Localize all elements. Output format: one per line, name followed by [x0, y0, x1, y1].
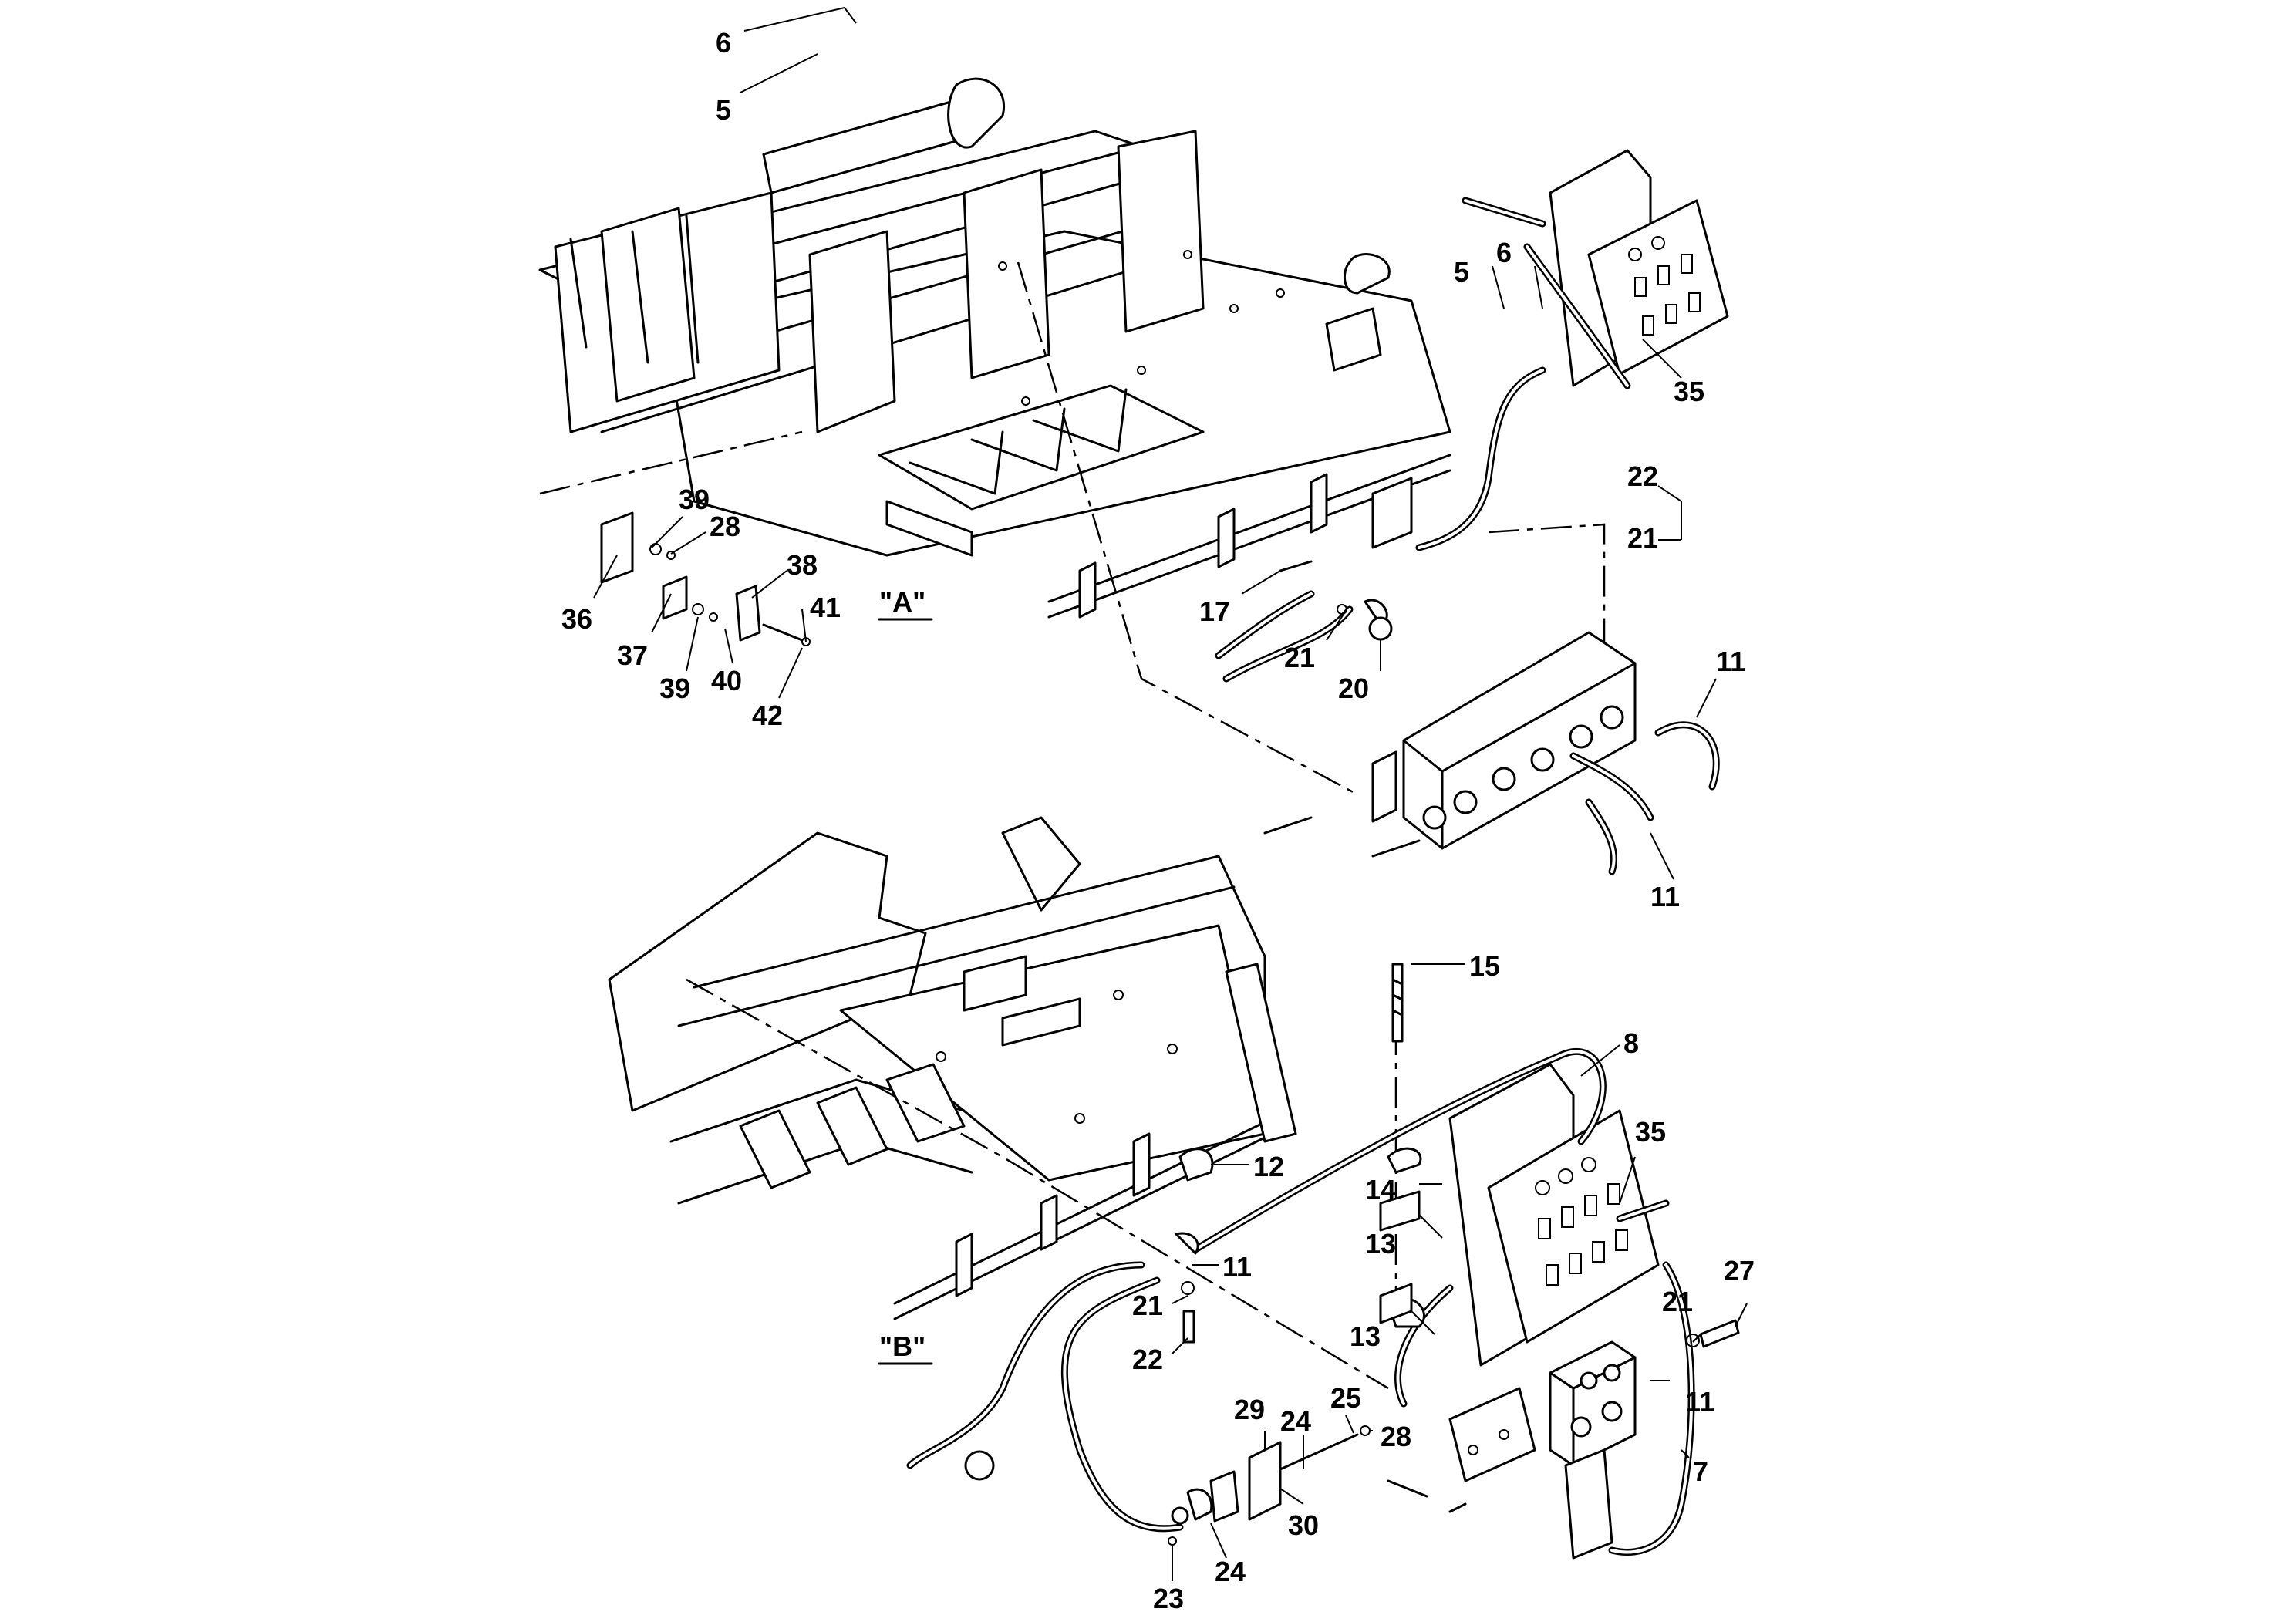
- callout: 14: [1365, 1174, 1396, 1206]
- callout: 37: [617, 639, 648, 671]
- callout: 21: [1132, 1290, 1163, 1321]
- callout: 29: [1234, 1394, 1265, 1425]
- callout: 41: [810, 592, 841, 623]
- callout: 21: [1662, 1286, 1693, 1317]
- sensor-mount-b: [1168, 1425, 1371, 1546]
- view-label-b: "B": [879, 1330, 925, 1362]
- callout: 38: [787, 549, 818, 581]
- callout: 21: [1627, 522, 1658, 554]
- leader-lines: [593, 6, 1748, 1581]
- frame-b: [608, 816, 1297, 1320]
- callout: 21: [1284, 642, 1315, 673]
- view-labels: "A" "B": [878, 586, 933, 1365]
- callout: 13: [1350, 1320, 1381, 1352]
- callout: 22: [1132, 1344, 1163, 1375]
- callout: 24: [1280, 1405, 1311, 1437]
- callout: 30: [1288, 1509, 1319, 1541]
- callout: 11: [1716, 646, 1745, 677]
- callout: 24: [1215, 1556, 1246, 1587]
- frame-a: [538, 77, 1451, 619]
- callout: 17: [1199, 595, 1230, 627]
- callout: 36: [561, 603, 592, 635]
- callout: 11: [1685, 1386, 1714, 1418]
- callout: 28: [710, 511, 740, 542]
- callout: 35: [1674, 376, 1704, 407]
- valve-block-b: [1387, 1340, 1637, 1560]
- callout: 20: [1338, 673, 1369, 704]
- callout: 6: [1496, 237, 1512, 268]
- control-box-b: [906, 1048, 1695, 1556]
- view-label-a: "A": [879, 586, 925, 618]
- callout: 25: [1330, 1382, 1361, 1414]
- callout: 40: [711, 665, 742, 696]
- callout: 23: [1153, 1583, 1184, 1614]
- callout: 5: [716, 94, 731, 126]
- callout: 6: [716, 27, 731, 59]
- sensor-bracket-a: [600, 511, 811, 646]
- callout: 28: [1381, 1421, 1411, 1452]
- callout: 27: [1724, 1255, 1755, 1286]
- callout: 42: [752, 700, 783, 731]
- callouts-b: 15 8 35 12 14 13 11 13 21 22 21 27 11 7 …: [1132, 950, 1755, 1614]
- callout: 5: [1454, 256, 1469, 288]
- callout: 15: [1469, 950, 1500, 982]
- valve-block-a: [1215, 477, 1720, 875]
- callout: 12: [1253, 1151, 1284, 1182]
- callout: 11: [1650, 881, 1680, 912]
- control-box-a: [1415, 149, 1729, 551]
- callout: 11: [1222, 1251, 1252, 1283]
- callout: 13: [1365, 1228, 1396, 1259]
- callout: 22: [1627, 460, 1658, 492]
- callout: 8: [1623, 1027, 1639, 1059]
- callouts-a: 6 5 5 6 35 39 28 38 41 36 37 39 40 42 17…: [561, 27, 1745, 912]
- clamp-stack: [1175, 963, 1740, 1348]
- callout: 35: [1635, 1116, 1666, 1148]
- callout: 7: [1693, 1455, 1708, 1487]
- callout: 39: [679, 484, 710, 515]
- callout: 39: [659, 673, 690, 704]
